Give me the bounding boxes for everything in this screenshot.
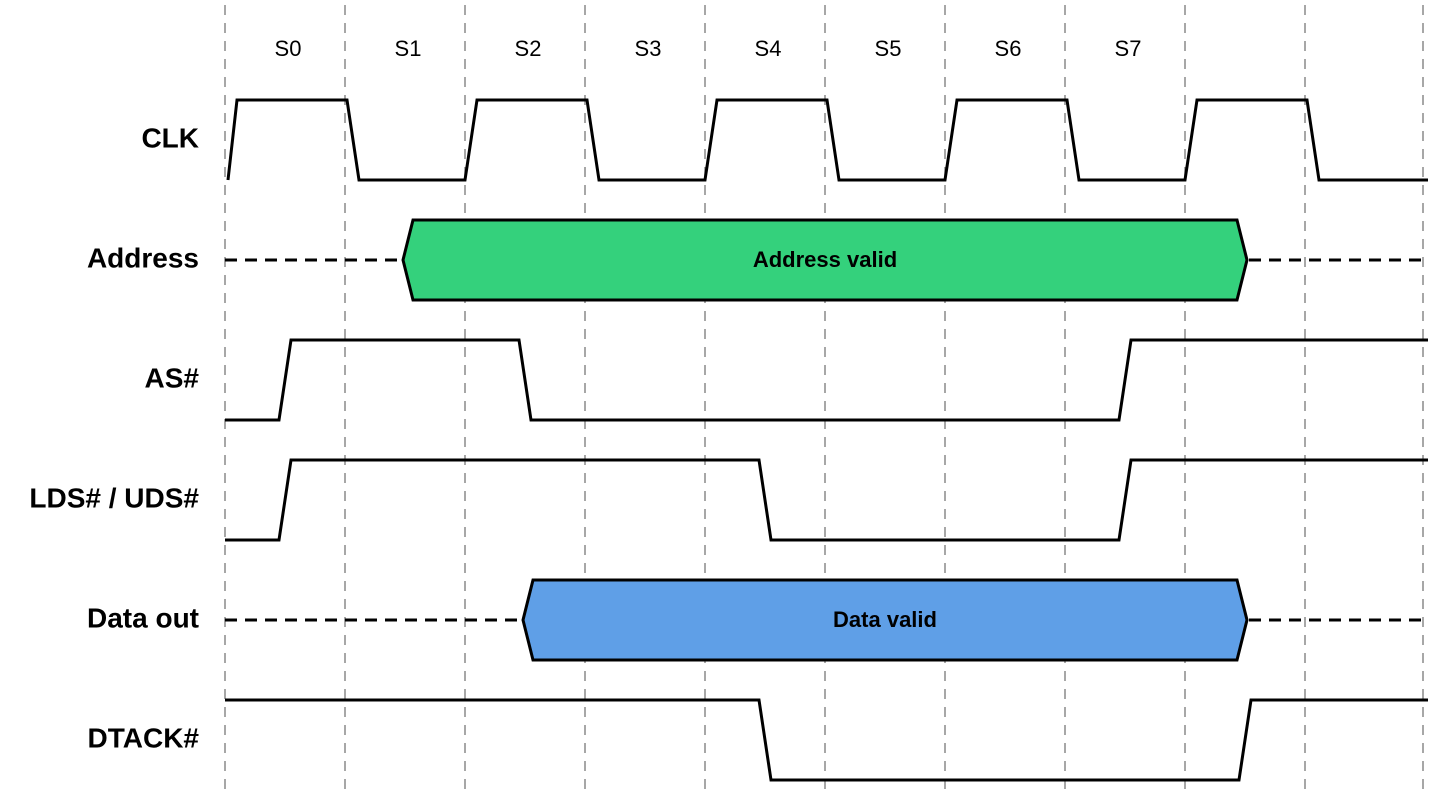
state-label-s5: S5: [875, 36, 902, 61]
state-label-s0: S0: [275, 36, 302, 61]
state-label-s3: S3: [635, 36, 662, 61]
signal-row-clk: CLK: [141, 98, 1428, 182]
state-label-s4: S4: [755, 36, 782, 61]
signal-label-address: Address: [87, 242, 199, 273]
signal-label-clk: CLK: [141, 122, 199, 153]
waveform-lds-uds: [225, 458, 1428, 542]
signal-row-as: AS#: [145, 338, 1428, 422]
state-label-s7: S7: [1115, 36, 1142, 61]
signal-label-data-out: Data out: [87, 602, 199, 633]
state-label-s6: S6: [995, 36, 1022, 61]
state-label-s2: S2: [515, 36, 542, 61]
signal-row-address: Address Address valid: [87, 218, 1428, 302]
signal-label-lds-uds: LDS# / UDS#: [29, 482, 199, 513]
signal-row-data-out: Data out Data valid: [87, 578, 1428, 662]
waveform-clk: [226, 98, 1428, 182]
signal-row-dtack: DTACK#: [88, 698, 1428, 782]
bus-label-data-out: Data valid: [833, 607, 937, 632]
bus-segment-data-out: [521, 578, 1249, 662]
signal-label-dtack: DTACK#: [88, 722, 200, 753]
waveform-as: [225, 338, 1428, 422]
waveform-dtack: [225, 698, 1428, 782]
state-label-s1: S1: [395, 36, 422, 61]
state-labels: S0 S1 S2 S3 S4 S5 S6 S7: [275, 36, 1142, 61]
signal-row-lds-uds: LDS# / UDS#: [29, 458, 1428, 542]
bus-label-address: Address valid: [753, 247, 897, 272]
grid-lines: [224, 5, 1424, 790]
bus-segment-address: [401, 218, 1249, 302]
signal-label-as: AS#: [145, 362, 200, 393]
